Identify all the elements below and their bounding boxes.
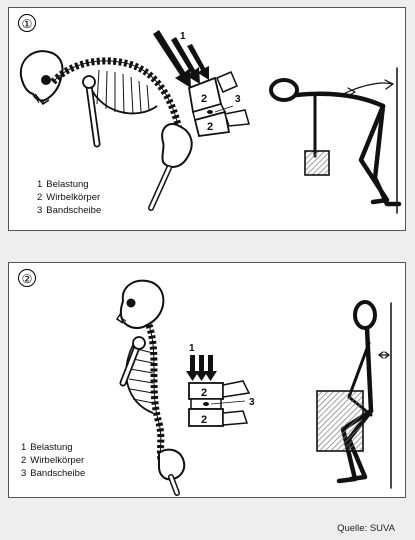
callout-disc: 3	[249, 397, 255, 408]
pelvis-icon	[148, 123, 193, 211]
vertebra-segment-icon	[187, 71, 250, 137]
ribcage-icon	[86, 69, 158, 115]
callout-disc: 3	[235, 94, 241, 105]
arm-bone-icon	[119, 336, 146, 387]
callout-vertebra-bottom: 2	[207, 121, 213, 133]
callout-vertebra-top: 2	[201, 93, 207, 105]
vertebra-segment-icon	[188, 380, 251, 427]
callout-load: 1	[189, 343, 195, 354]
callout-vertebra-bottom: 2	[201, 414, 207, 426]
disc-leader-line	[214, 105, 234, 113]
bent-posture-illustration: 1 2 2 3	[19, 30, 402, 214]
arm-bone-icon	[82, 75, 101, 148]
stick-figure-bending-icon	[269, 67, 402, 214]
load-box-icon	[304, 150, 330, 176]
spine-icon	[145, 323, 165, 460]
callout-load: 1	[180, 31, 186, 42]
panel-number: ①	[18, 14, 36, 32]
spine-icon	[50, 57, 183, 131]
load-arrows-icon	[186, 355, 217, 381]
callout-vertebra-top: 2	[201, 387, 207, 399]
source-credit: Quelle: SUVA	[337, 523, 395, 534]
panel-number: ②	[18, 269, 36, 287]
load-box-icon	[316, 390, 364, 452]
skull-icon	[19, 50, 64, 106]
pelvis-icon	[158, 448, 186, 496]
upright-posture-illustration: 1 2 2 3	[115, 279, 392, 496]
disc-leader-line	[210, 400, 246, 405]
load-arrows-icon	[153, 30, 209, 88]
skull-icon	[115, 279, 165, 329]
